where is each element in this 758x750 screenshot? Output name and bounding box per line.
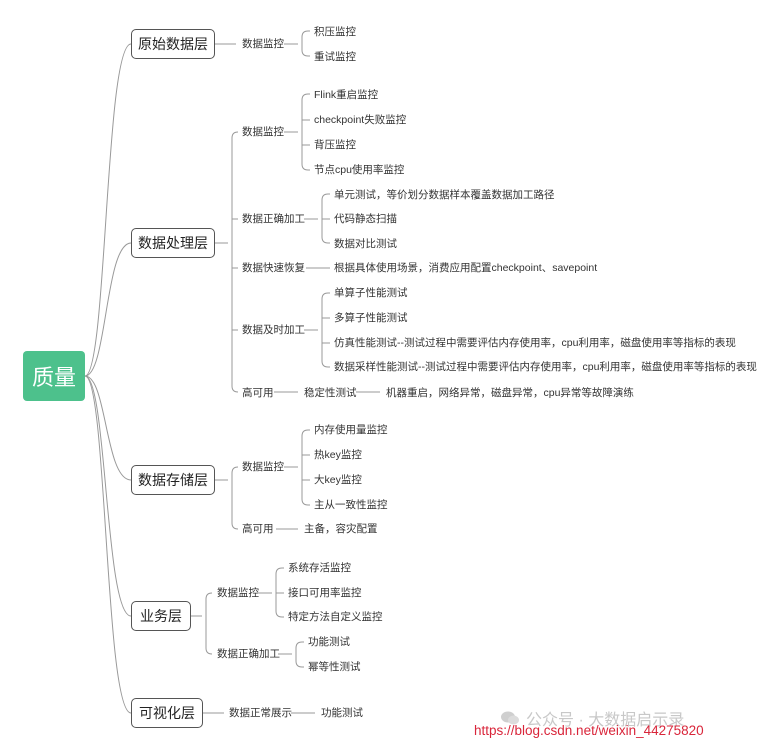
visual-item[interactable]: 功能测试 (321, 707, 363, 719)
connector (295, 641, 304, 649)
storage-ha[interactable]: 高可用 (242, 523, 274, 535)
connector (275, 567, 284, 575)
biz-monitor-item[interactable]: 系统存活监控 (288, 562, 351, 574)
raw-item-retry[interactable]: 重试监控 (314, 51, 356, 63)
watermark-text: 公众号 · 大数据启示录 (526, 712, 685, 729)
proc-monitor-item[interactable]: checkpoint失败监控 (314, 114, 407, 126)
connector (231, 131, 239, 139)
proc-ha-test[interactable]: 稳定性测试 (304, 387, 357, 399)
biz-monitor-item[interactable]: 特定方法自定义监控 (288, 611, 383, 623)
proc-timely-item[interactable]: 单算子性能测试 (334, 287, 408, 299)
proc-correct-item[interactable]: 代码静态扫描 (334, 213, 397, 225)
raw-monitor[interactable]: 数据监控 (242, 38, 284, 50)
connector (301, 93, 310, 101)
root-node[interactable]: 质量 (23, 351, 85, 401)
connector (301, 498, 310, 506)
connector (84, 242, 132, 377)
connector (231, 522, 239, 530)
layer-storage[interactable]: 数据存储层 (131, 465, 215, 495)
layer-raw[interactable]: 原始数据层 (131, 29, 215, 59)
proc-timely-item[interactable]: 多算子性能测试 (334, 312, 408, 324)
connector (321, 292, 330, 300)
proc-timely-item[interactable]: 仿真性能测试--测试过程中需要评估内存使用率，cpu利用率，磁盘使用率等指标的表… (334, 337, 736, 349)
storage-monitor-item[interactable]: 内存使用量监控 (314, 424, 388, 436)
proc-monitor-item[interactable]: 节点cpu使用率监控 (314, 164, 405, 176)
connector (84, 43, 132, 377)
connector (321, 193, 330, 201)
connector (301, 30, 310, 38)
proc-recovery[interactable]: 数据快速恢复 (242, 262, 305, 274)
proc-correct-item[interactable]: 数据对比测试 (334, 238, 397, 250)
biz-correct-item[interactable]: 幂等性测试 (308, 661, 361, 673)
connector (301, 429, 310, 437)
biz-correct-item[interactable]: 功能测试 (308, 636, 350, 648)
connector (301, 49, 310, 57)
proc-recovery-item[interactable]: 根据具体使用场景，消费应用配置checkpoint、savepoint (334, 262, 598, 274)
storage-monitor-item[interactable]: 热key监控 (314, 449, 362, 461)
proc-timely-item[interactable]: 数据采样性能测试--测试过程中需要评估内存使用率，cpu利用率，磁盘使用率等指标… (334, 361, 757, 373)
connector (84, 375, 132, 714)
connector (275, 610, 284, 618)
raw-item-backlog[interactable]: 积压监控 (314, 26, 356, 38)
storage-monitor-item[interactable]: 大key监控 (314, 474, 362, 486)
watermark: 公众号 · 大数据启示录 (500, 706, 684, 730)
connector (321, 236, 330, 244)
proc-correct[interactable]: 数据正确加工 (242, 213, 305, 225)
connector (321, 360, 330, 368)
connector (231, 385, 239, 393)
layer-processing[interactable]: 数据处理层 (131, 228, 215, 258)
wechat-icon (501, 711, 519, 725)
layer-business[interactable]: 业务层 (131, 601, 191, 631)
connector (231, 466, 239, 474)
biz-monitor-item[interactable]: 接口可用率监控 (288, 587, 362, 599)
storage-monitor[interactable]: 数据监控 (242, 461, 284, 473)
biz-monitor[interactable]: 数据监控 (217, 587, 259, 599)
storage-ha-item[interactable]: 主备，容灾配置 (304, 523, 378, 535)
proc-ha[interactable]: 高可用 (242, 387, 274, 399)
connector (205, 592, 213, 600)
proc-monitor-item[interactable]: 背压监控 (314, 139, 356, 151)
proc-ha-item[interactable]: 机器重启，网络异常，磁盘异常，cpu异常等故障演练 (386, 387, 634, 399)
biz-correct[interactable]: 数据正确加工 (217, 648, 280, 660)
visual-display[interactable]: 数据正常展示 (229, 707, 292, 719)
source-url[interactable]: https://blog.csdn.net/weixin_44275820 (474, 723, 704, 738)
layer-visual[interactable]: 可视化层 (131, 698, 203, 728)
proc-timely[interactable]: 数据及时加工 (242, 324, 305, 336)
proc-correct-item[interactable]: 单元测试，等价划分数据样本覆盖数据加工路径 (334, 189, 555, 201)
connector (84, 375, 132, 481)
storage-monitor-item[interactable]: 主从一致性监控 (314, 499, 388, 511)
connector (295, 660, 304, 668)
connector (205, 647, 213, 655)
proc-monitor[interactable]: 数据监控 (242, 126, 284, 138)
proc-monitor-item[interactable]: Flink重启监控 (314, 89, 379, 101)
connector (84, 375, 132, 617)
connector (301, 163, 310, 171)
